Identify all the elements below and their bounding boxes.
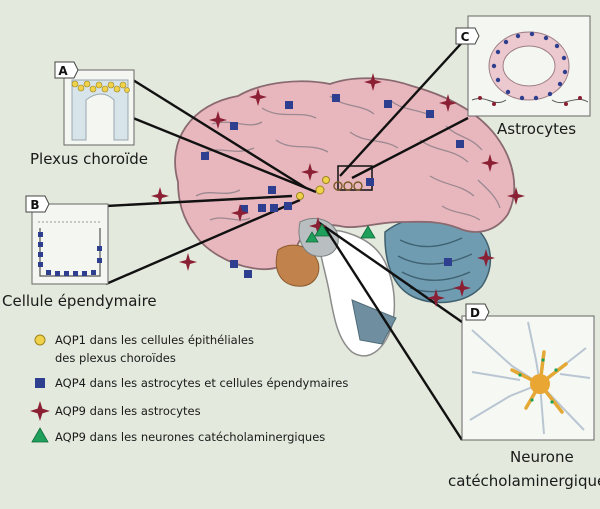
callout-d: D xyxy=(470,306,480,320)
spinal-cord xyxy=(351,299,397,345)
callout-a: A xyxy=(58,64,68,78)
plexus-circles xyxy=(333,181,363,191)
inset-d xyxy=(461,315,595,441)
legend-aqp1-line2: des plexus choroïdes xyxy=(55,351,176,365)
cortex-sulci xyxy=(195,95,501,221)
badge-c xyxy=(455,27,480,45)
legend-aqp9-astro: AQP9 dans les astrocytes xyxy=(55,404,201,418)
pons-region xyxy=(275,244,320,287)
inset-b xyxy=(31,203,109,285)
aqp9-neuron-markers xyxy=(305,223,376,243)
badge-a xyxy=(54,61,79,79)
legend-aqp4: AQP4 dans les astrocytes et cellules épe… xyxy=(55,376,349,390)
badge-d xyxy=(465,303,490,321)
callout-b: B xyxy=(30,198,39,212)
callout-c: C xyxy=(461,30,470,44)
legend-aqp1-line1: AQP1 dans les cellules épithéliales xyxy=(55,333,254,347)
legend-aqp9-astro-icon xyxy=(30,401,50,421)
label-neurone-line1: Neurone xyxy=(510,448,574,466)
badge-b xyxy=(25,195,50,213)
aqp1-markers xyxy=(296,176,330,200)
label-plexus-choroide: Plexus choroïde xyxy=(30,150,149,168)
inset-c xyxy=(467,15,591,117)
legend-aqp9-neuro-icon xyxy=(31,427,49,443)
cerebrum xyxy=(174,77,516,271)
legend-icons xyxy=(30,334,50,443)
aqp4-markers xyxy=(201,94,464,278)
cerebellum-folds xyxy=(397,237,473,293)
legend-aqp4-icon xyxy=(35,378,45,388)
legend-aqp1-icon xyxy=(34,334,46,346)
aqp9-astrocyte-markers xyxy=(151,73,525,307)
legend-aqp9-neuro: AQP9 dans les neurones catécholaminergiq… xyxy=(55,430,326,444)
label-cellule-ependymaire: Cellule épendymaire xyxy=(2,292,157,310)
callout-badges xyxy=(25,27,490,321)
inset-a xyxy=(63,69,135,146)
label-neurone-line2: catécholaminergique xyxy=(448,472,600,490)
connector-lines xyxy=(105,35,469,441)
label-astrocytes: Astrocytes xyxy=(497,120,577,138)
